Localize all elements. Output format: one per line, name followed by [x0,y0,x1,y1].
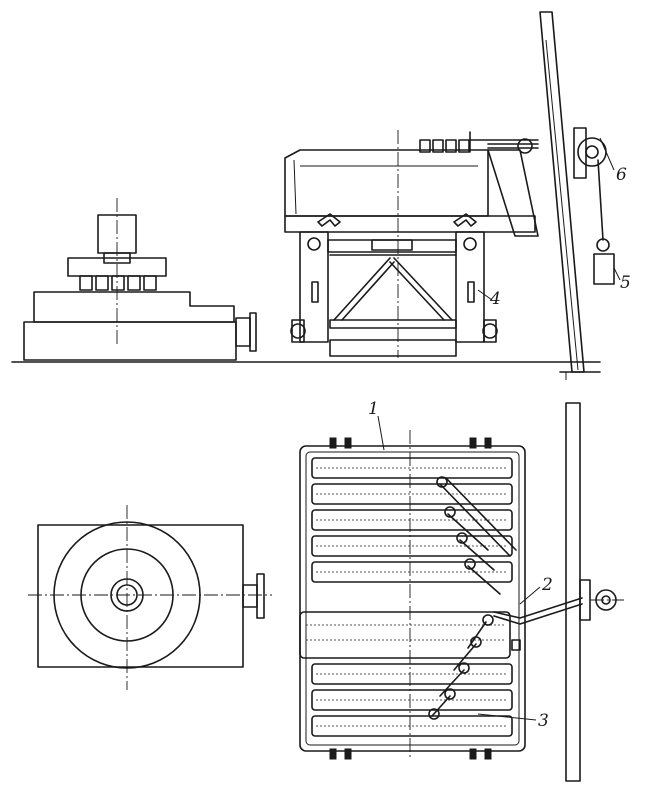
leader-3 [477,713,537,721]
mast-elevation [539,11,621,380]
counterweight [593,253,615,285]
elevation-view [11,11,621,380]
plan-view [28,402,624,782]
cart-elevation [284,130,539,358]
tie-rod [493,597,583,619]
callout-3: 3 [538,711,549,731]
callout-6: 6 [616,165,627,185]
leader-2 [519,586,541,605]
callout-5: 5 [620,273,631,293]
cart-plan [299,415,583,760]
product-rows [299,457,513,737]
callout-2: 2 [541,575,553,595]
press-elevation [23,198,257,361]
callout-1: 1 [368,399,379,419]
leader-6 [599,137,615,171]
leader-4 [477,289,493,301]
clamp-levers-lower [428,614,494,720]
press-plan [28,505,272,690]
clamp-levers-upper [436,476,517,595]
mast-plan [565,402,624,782]
callout-labels: 1 2 3 4 5 6 [368,165,631,731]
callout-4: 4 [489,289,501,309]
leader-5 [613,267,621,281]
leader-1 [377,415,385,451]
